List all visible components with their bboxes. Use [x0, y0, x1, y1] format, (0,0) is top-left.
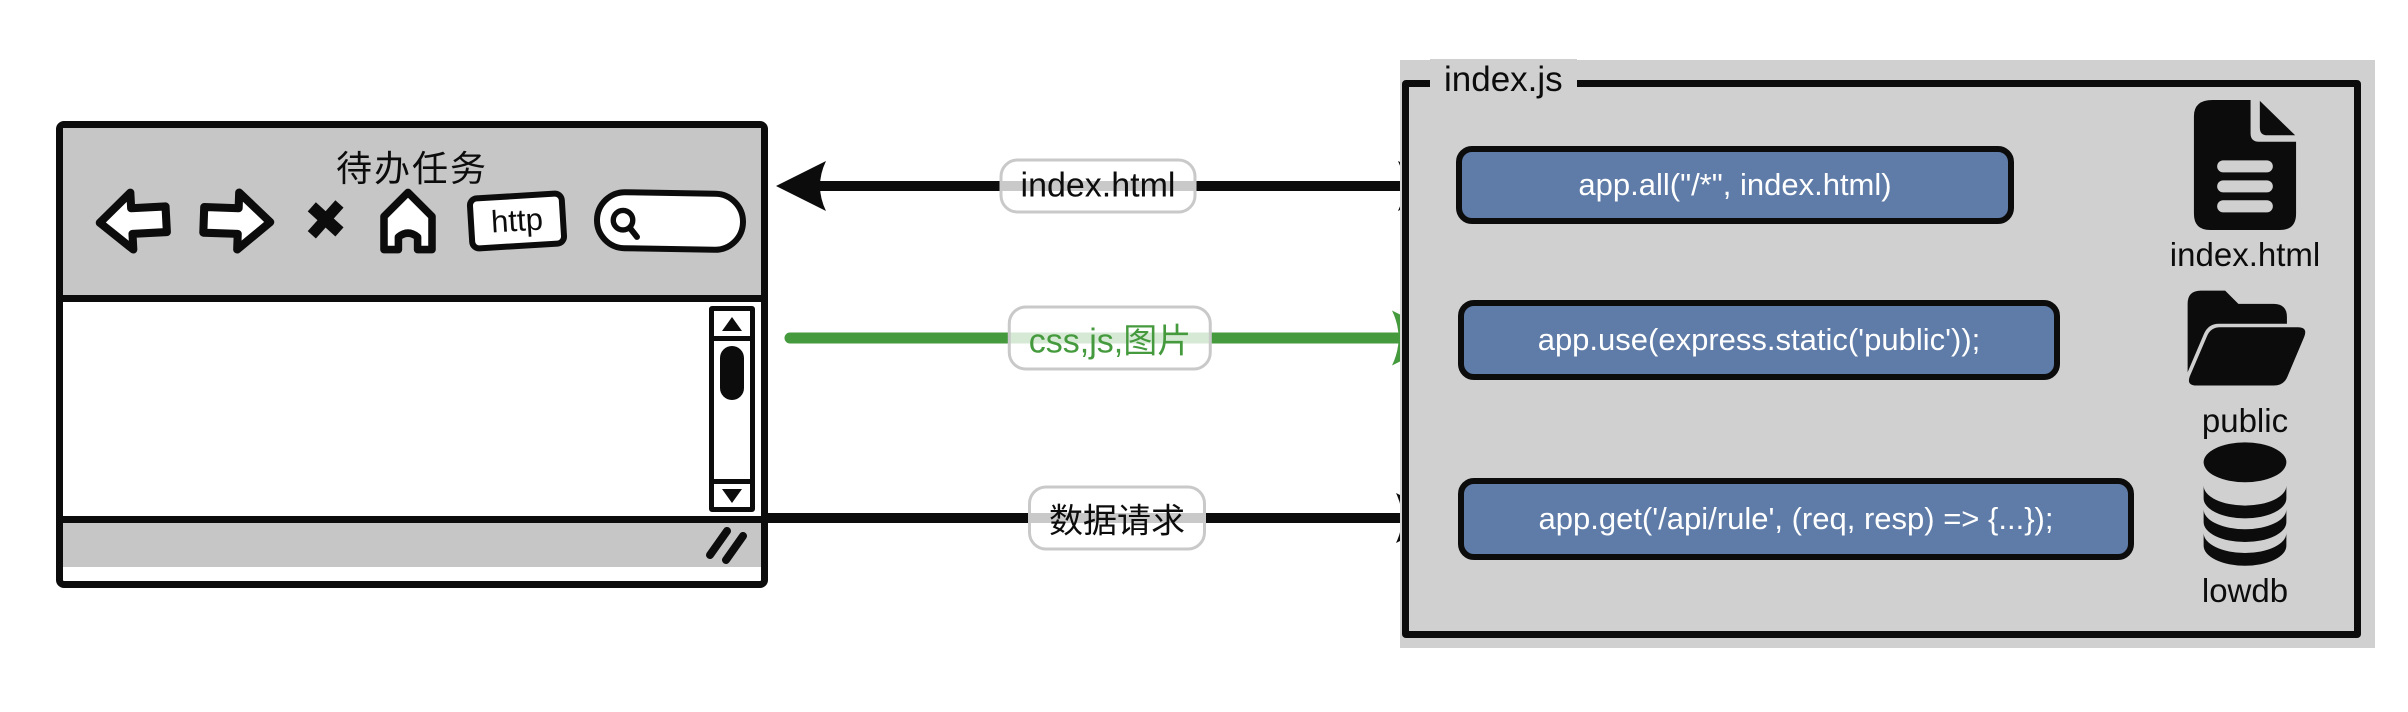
triangle-up-icon	[722, 316, 742, 331]
server-panel: index.js app.all("/*", index.html) app.u…	[1400, 59, 2375, 648]
resource-label: public	[2201, 402, 2289, 439]
browser-toolbar-buttons: ✖ http	[93, 182, 747, 260]
scroll-up-button[interactable]	[714, 311, 750, 341]
close-icon[interactable]: ✖	[303, 188, 349, 254]
server-panel-legend: index.js	[1430, 59, 1577, 101]
search-icon	[610, 207, 641, 240]
browser-statusbar	[63, 516, 761, 567]
arrow-label-static-assets: css,js,图片	[1007, 305, 1213, 371]
scroll-down-button[interactable]	[714, 479, 750, 507]
browser-content	[63, 302, 761, 516]
address-button[interactable]: http	[466, 190, 568, 252]
home-icon[interactable]	[376, 185, 440, 257]
browser-toolbar: 待办任务 ✖ http	[63, 128, 761, 302]
database-icon	[2203, 442, 2287, 566]
file-text-icon	[2193, 100, 2297, 230]
address-button-label: http	[490, 201, 545, 240]
resource-lowdb: lowdb	[2155, 442, 2335, 610]
handler-app-get-api: app.get('/api/rule', (req, resp) => {...…	[1458, 478, 2134, 560]
browser-window: 待办任务 ✖ http	[56, 121, 768, 588]
forward-icon[interactable]	[198, 186, 276, 257]
resource-label: lowdb	[2201, 572, 2289, 609]
handler-app-use-static: app.use(express.static('public'));	[1458, 300, 2060, 380]
resource-public: public	[2155, 284, 2335, 440]
search-box[interactable]	[593, 188, 747, 254]
scrollbar-thumb[interactable]	[720, 346, 744, 400]
resource-label: index.html	[2169, 236, 2321, 273]
triangle-down-icon	[722, 488, 742, 503]
resource-index-html: index.html	[2155, 100, 2335, 274]
server-panel-border	[1402, 80, 2361, 638]
arrow-label-data-request: 数据请求	[1028, 485, 1206, 551]
handler-app-all: app.all("/*", index.html)	[1456, 146, 2014, 224]
folder-open-icon	[2187, 290, 2306, 386]
scrollbar-track[interactable]	[714, 341, 750, 479]
arrow-label-index-html: index.html	[999, 158, 1197, 214]
resize-handle-icon[interactable]	[701, 521, 751, 565]
browser-title: 待办任务	[335, 148, 488, 189]
back-icon[interactable]	[93, 185, 172, 257]
scrollbar[interactable]	[709, 306, 755, 512]
